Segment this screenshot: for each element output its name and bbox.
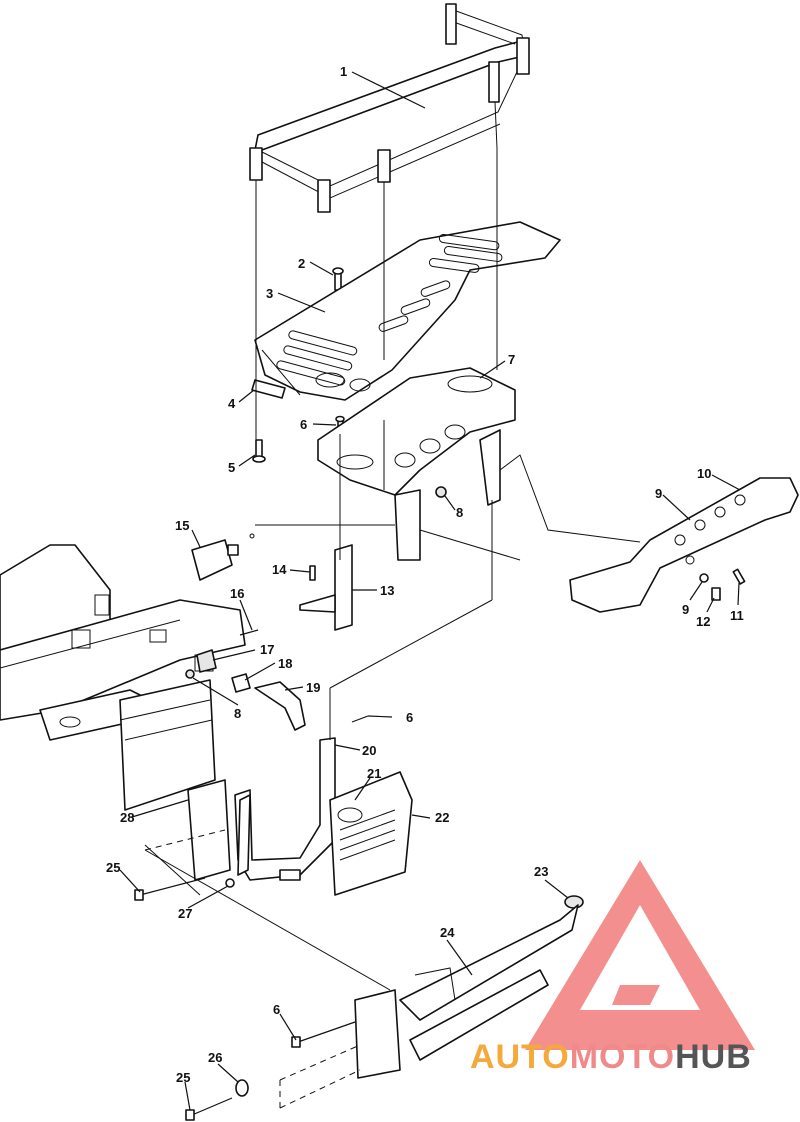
callout-21: 21 <box>367 766 381 781</box>
strap-19 <box>254 681 306 731</box>
callout-3: 3 <box>266 286 273 301</box>
clamp-17 <box>196 649 217 673</box>
callout-6-upper: 6 <box>300 417 307 432</box>
callout-1: 1 <box>340 64 347 79</box>
small-bracket-4 <box>251 379 286 399</box>
callout-23: 23 <box>534 864 548 879</box>
callout-9-upper: 9 <box>655 486 662 501</box>
hitch-bar-24 <box>279 904 579 1109</box>
bolt-6-middle <box>351 715 369 723</box>
watermark-triangle-icon <box>525 860 755 1050</box>
bolt-25-lower <box>185 1097 233 1121</box>
bolt-16 <box>239 629 259 636</box>
rack-plate <box>254 221 561 401</box>
rack-tube-frame <box>249 3 530 213</box>
watermark-auto: AUTO <box>470 1038 570 1076</box>
callout-20: 20 <box>362 743 376 758</box>
callout-12: 12 <box>696 614 710 629</box>
washer-27 <box>225 878 235 888</box>
bolt-5 <box>252 439 266 463</box>
washer-9 <box>699 573 709 583</box>
callout-25-upper: 25 <box>106 860 120 875</box>
callout-17: 17 <box>260 642 274 657</box>
callout-28: 28 <box>120 810 134 825</box>
callout-25-lower: 25 <box>176 1070 190 1085</box>
tail-light-15 <box>191 533 255 581</box>
callout-10: 10 <box>697 466 711 481</box>
bolt-11 <box>732 568 746 585</box>
bolt-14 <box>309 565 316 581</box>
rear-bumper-10 <box>569 477 799 613</box>
hitch-bracket-20 <box>234 737 336 881</box>
callout-5: 5 <box>228 460 235 475</box>
callout-11: 11 <box>730 608 744 623</box>
callout-8-upper: 8 <box>456 505 463 520</box>
callout-16: 16 <box>230 586 244 601</box>
watermark-hub: HUB <box>675 1038 752 1076</box>
washer-26 <box>235 1079 249 1097</box>
rack-support-7 <box>317 367 516 561</box>
callout-7: 7 <box>508 352 515 367</box>
callout-6-lower: 6 <box>273 1002 280 1017</box>
callout-13: 13 <box>380 583 394 598</box>
alignment-lines <box>255 148 641 740</box>
callout-15: 15 <box>175 518 189 533</box>
callout-27: 27 <box>178 906 192 921</box>
svg-text:AUTOMOTOHUB: AUTOMOTOHUB <box>470 1038 752 1076</box>
leader-lines <box>119 71 741 1111</box>
callout-19: 19 <box>306 680 320 695</box>
grommet-18 <box>231 673 251 693</box>
assembly-line <box>144 849 391 991</box>
frame-chassis <box>0 544 246 811</box>
bolt-25-upper <box>134 877 206 901</box>
callout-8-lower: 8 <box>234 706 241 721</box>
flap-plate-28 <box>144 779 231 896</box>
callout-9-lower: 9 <box>682 602 689 617</box>
mud-flap-22 <box>329 771 413 896</box>
nut-8-lower <box>185 669 195 679</box>
watermark-moto: MOTO <box>570 1038 675 1076</box>
callout-2: 2 <box>298 256 305 271</box>
callout-24: 24 <box>440 925 455 940</box>
bolt-6-lower <box>291 1021 356 1048</box>
bracket-13 <box>299 544 353 631</box>
nut-8-upper <box>435 486 447 498</box>
callout-26: 26 <box>208 1050 222 1065</box>
callout-18: 18 <box>278 656 292 671</box>
bolt-12 <box>711 587 721 601</box>
callout-labels: 1 2 3 4 5 6 7 8 9 10 9 12 11 13 14 15 16… <box>106 64 744 1085</box>
watermark-logo: AUTOMOTOHUB <box>470 860 755 1076</box>
callout-6-middle: 6 <box>406 710 413 725</box>
callout-4: 4 <box>228 396 236 411</box>
callout-22: 22 <box>435 810 449 825</box>
callout-14: 14 <box>272 562 287 577</box>
